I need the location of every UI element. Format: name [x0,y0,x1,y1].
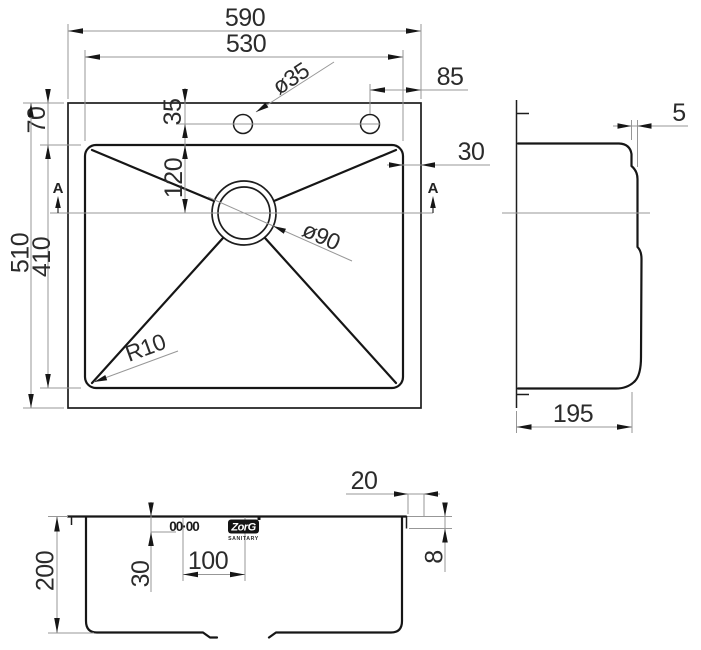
svg-text:8: 8 [421,550,449,563]
front-view: 200 30 100 20 [32,467,452,639]
dim-tap-hole-from-edge: 35 [159,99,187,126]
bowl-slope-lines [90,148,398,385]
sink-bowl-edge [83,143,405,390]
svg-text:195: 195 [553,400,593,428]
dim-body-height: 195 [516,392,633,433]
logo-name: ZorG [230,522,256,534]
dim-bowl-height: 200 [32,516,94,634]
svg-text:85: 85 [437,63,464,91]
dim-tap-hole-offset: 85 [369,63,468,114]
overflow-stamp: 00·00 [169,519,199,534]
svg-text:530: 530 [226,30,266,58]
svg-text:R10: R10 [122,328,169,366]
logo-tagline: SANITARY [228,536,259,542]
dim-drain-from-bowl-top: 120 [160,158,188,198]
dim-bowl-depth: 410 [28,237,56,277]
dim-hole-and-drain-position: 35 120 [159,88,188,213]
side-profile-outline [516,142,643,390]
svg-text:30: 30 [458,138,485,166]
section-label-right: A [428,180,439,197]
svg-text:100: 100 [188,547,228,575]
svg-text:510: 510 [7,233,35,273]
section-label-left: A [53,180,64,197]
dim-rim-overhang: 20 [346,467,440,516]
callout-drain-diameter: ø90 [207,196,353,262]
dim-overall-depth: 510 [7,103,64,409]
svg-text:590: 590 [225,4,265,32]
top-view: A A 590 530 85 [7,4,490,409]
logo-badge [228,519,259,534]
svg-text:30: 30 [127,561,155,588]
front-bowl-outline [84,515,404,639]
dim-lip-height: 8 [409,502,452,572]
dim-rim-front: 70 [23,107,51,134]
svg-text:200: 200 [32,551,60,591]
dim-bowl-width: 530 [84,30,404,141]
callout-corner-radius: R10 [93,328,179,383]
svg-text:ø90: ø90 [299,216,344,255]
side-view: 5 195 [502,99,688,433]
dim-rim-side: 30 [387,138,490,168]
dim-overall-width: 590 [67,4,422,99]
dim-lip-thickness: 5 [613,99,688,167]
dim-stamp-from-top: 30 [127,502,176,592]
logo-trademark [257,517,261,520]
section-line-AA: A A [50,180,439,214]
dim-logo-offset: 100 [182,517,246,581]
svg-text:5: 5 [672,99,685,127]
svg-text:ø35: ø35 [268,57,314,100]
brand-logo: ZorG SANITARY [228,517,261,542]
sink-outer-edge [67,102,422,409]
svg-text:20: 20 [351,467,378,495]
dim-rim-front-and-bowl-depth: 70 410 [23,89,81,389]
